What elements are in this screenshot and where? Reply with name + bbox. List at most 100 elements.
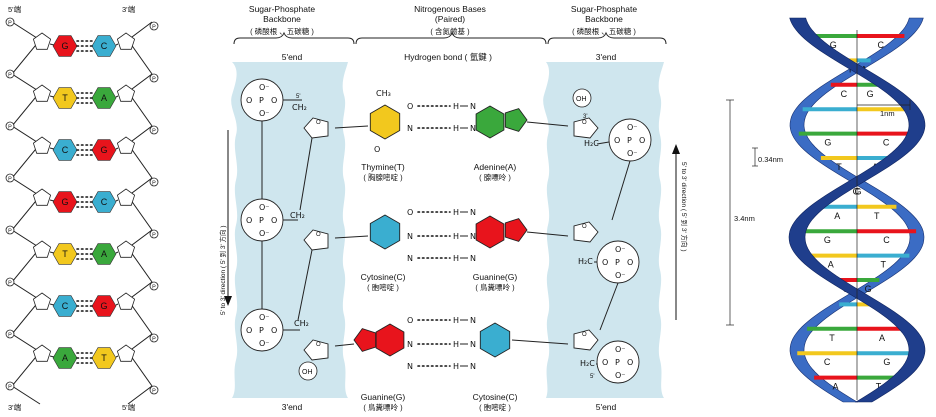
helix-base-letter: C (883, 138, 890, 148)
sugar-pentagon-icon (116, 188, 136, 206)
phosphate-mark: P (8, 229, 12, 235)
glycosidic-bond (115, 43, 119, 46)
left-backbone-bonds (261, 99, 313, 331)
helix-rungs: GCTACGGCTACGATGCATCGTACGAT (797, 34, 917, 392)
atom-label: N (470, 340, 476, 349)
hydrogen-bond-label: Hydrogen bond ( 氫鍵 ) (404, 52, 492, 62)
atom-label: H (453, 362, 459, 371)
atom-label: N (470, 208, 476, 217)
header-bracket (233, 31, 355, 45)
glycosidic-bond (334, 125, 369, 129)
base-chinese-label: ( 鳥糞嘌呤 ) (475, 282, 515, 292)
oxygen-atom: O⁻ (259, 339, 270, 348)
oxygen-atom: O (246, 216, 252, 225)
oxygen-atom: O (271, 96, 277, 105)
glycosidic-bond (526, 231, 569, 237)
glycosidic-bond (49, 303, 55, 306)
ring-oxygen: O (582, 224, 587, 230)
ladder-base-left-letter: A (62, 353, 68, 363)
helix-base-letter: G (824, 138, 831, 148)
right-backbone-bonds (594, 141, 631, 365)
hydroxyl-circle (572, 88, 592, 108)
atom-label: H (453, 340, 459, 349)
oxygen-atom: O (271, 326, 277, 335)
purine-five-ring (504, 218, 528, 242)
sugar-pentagon-icon (116, 292, 136, 310)
glycosidic-bond (115, 199, 119, 202)
atom-label: H (453, 254, 459, 263)
oxygen-atom: O⁻ (627, 149, 638, 158)
ladder-bottom-right-label: 5'端 (122, 402, 136, 412)
center-header-line3: ( 含氮鹼基 ) (430, 26, 470, 36)
center-header-line1: Nitrogenous Bases (414, 4, 486, 14)
helix-base-letter: G (865, 284, 872, 294)
base-chinese-label: ( 腺嘌呤 ) (479, 172, 511, 182)
oxygen-atom: O (614, 136, 620, 145)
ladder-base-left (52, 243, 78, 265)
glycosidic-bond (49, 199, 55, 202)
phosphate-mark: P (152, 25, 156, 31)
atom-label: O (374, 145, 380, 154)
sugar-pentagon-icon (32, 136, 52, 154)
atom-label: O (407, 316, 413, 325)
atom-label: N (407, 232, 413, 241)
right-header-line2: Backbone (585, 14, 623, 24)
phosphate-mark: P (8, 21, 12, 27)
purine-five-ring (504, 108, 528, 132)
phosphate-mark: P (8, 73, 12, 79)
purine-six-ring (375, 323, 405, 357)
phosphate-icon (5, 173, 15, 183)
helix-base-letter: C (853, 186, 860, 196)
glycosidic-bond (49, 355, 55, 358)
ring-oxygen: O (316, 120, 321, 126)
oxygen-atom: O (271, 216, 277, 225)
sugar-pentagon-icon (32, 32, 52, 50)
helix-base-letter: T (836, 162, 842, 172)
oxygen-atom: O⁻ (259, 109, 270, 118)
phosphate-icon (149, 281, 159, 291)
ladder-base-left (52, 139, 78, 161)
base-name-label: Guanine(G) (361, 392, 406, 402)
sugar-pentagon-icon (32, 188, 52, 206)
oxygen-atom: O⁻ (615, 245, 626, 254)
helix-base-letter: G (883, 357, 890, 367)
glycosidic-bond (334, 235, 369, 239)
oxygen-atom: O⁻ (615, 345, 626, 354)
helix-rise-label: 0.34nm (758, 155, 783, 164)
right-top-end-label: 3'end (596, 52, 617, 62)
phosphate-mark: P (8, 385, 12, 391)
helix-base-letter: A (833, 382, 839, 392)
atom-label: N (470, 254, 476, 263)
phosphorus-atom: P (259, 216, 264, 225)
helix-panel: GCTACGGCTACGATGCATCGTACGAT 3.4nm 0.34nm … (726, 17, 926, 403)
helix-base-letter: C (824, 357, 831, 367)
sugar-pentagon-icon (32, 344, 52, 362)
sugar-pentagon-icon (116, 84, 136, 102)
phosphate-mark: P (152, 129, 156, 135)
atom-label: N (470, 316, 476, 325)
ladder-base-left (52, 295, 78, 317)
left-sugar-ring (303, 117, 329, 139)
right-header-line1: Sugar-Phosphate (571, 4, 637, 14)
phosphorus-atom: P (615, 258, 620, 267)
sugar-pentagon-icon (116, 136, 136, 154)
helix-base-letter: A (879, 333, 885, 343)
atom-label: N (407, 340, 413, 349)
pyrimidine-ring (479, 322, 511, 358)
ring-oxygen: O (582, 332, 587, 338)
phosphate-icon (5, 17, 15, 27)
helix-base-letter: A (828, 260, 834, 270)
atom-label: H (453, 124, 459, 133)
base-name-label: Cytosine(C) (473, 392, 518, 402)
phosphate-icon (149, 229, 159, 239)
phosphate-mark: P (152, 181, 156, 187)
phosphate-icon (149, 385, 159, 395)
atom-label: H (453, 316, 459, 325)
helix-width-label: 1nm (880, 109, 895, 118)
ladder-left-strand (11, 21, 41, 405)
helix-base-letter: G (867, 89, 874, 99)
